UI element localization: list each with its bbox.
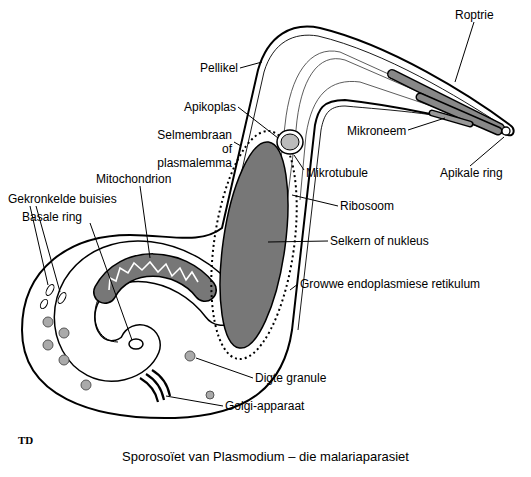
part-label: Growwe endoplasmiese retikulum (300, 277, 520, 291)
leader-line (455, 22, 474, 82)
part-label: Ribosoom (340, 199, 420, 213)
leader-line (166, 396, 223, 406)
dense-granule (81, 380, 91, 390)
part-label: Mikrotubule (306, 166, 396, 180)
leader-line (196, 358, 253, 378)
apicoplast (277, 130, 303, 154)
part-label: Digte granule (255, 371, 365, 385)
part-label: Apikale ring (440, 166, 530, 180)
caption: Sporosoïet van Plasmodium – die malariap… (0, 449, 531, 465)
leader-line (290, 284, 298, 290)
rhoptry (392, 74, 500, 128)
leader-line (140, 186, 150, 258)
microtubule (300, 81, 497, 200)
rhoptry (420, 97, 498, 131)
microneme (432, 113, 470, 124)
microneme (432, 113, 470, 124)
leader-line (90, 223, 132, 340)
convoluted-tubule (56, 291, 67, 304)
leader-line (294, 155, 304, 170)
leader-line (240, 62, 262, 68)
leader-line (292, 195, 338, 206)
part-label: Golgi-apparaat (225, 399, 345, 413)
microtubule (280, 59, 495, 260)
part-label: Mikroneem (347, 124, 417, 138)
dense-granule (206, 391, 214, 399)
rhoptry (420, 97, 498, 131)
part-label: Selkern of nukleus (330, 234, 460, 248)
part-label: Roptrie (455, 8, 515, 22)
part-label: Apikoplas (146, 100, 236, 114)
leader-lines (30, 22, 504, 406)
dense-granule (43, 340, 53, 350)
leader-line (408, 118, 445, 130)
mitochondrion-cristae (109, 262, 198, 290)
cell-body (22, 27, 514, 419)
signature: TD (18, 433, 48, 447)
part-label: Basale ring (22, 210, 112, 224)
leader-line (268, 241, 328, 242)
golgi-apparatus (140, 370, 170, 402)
part-label: Selmembraan of plasmalemma (146, 128, 232, 170)
dense-granule (59, 328, 69, 338)
dense-granule (43, 317, 53, 327)
part-label: Pellikel (158, 61, 238, 75)
coiled-tail (75, 261, 222, 361)
leader-line (234, 142, 241, 146)
dense-granule (185, 351, 195, 361)
apical-ring (502, 127, 510, 135)
apicoplast (281, 134, 299, 150)
leader-line (470, 137, 504, 166)
rhoptry (392, 74, 500, 128)
basal-ring (129, 339, 143, 349)
convoluted-tubule (44, 283, 55, 296)
part-label: Mitochondrion (96, 172, 196, 186)
microtubule (270, 51, 492, 250)
dense-granule (59, 355, 69, 365)
leader-line (238, 107, 278, 138)
convoluted-tubule (39, 298, 49, 310)
coiled-tail (75, 261, 222, 361)
part-label: Gekronkelde buisies (8, 192, 138, 206)
